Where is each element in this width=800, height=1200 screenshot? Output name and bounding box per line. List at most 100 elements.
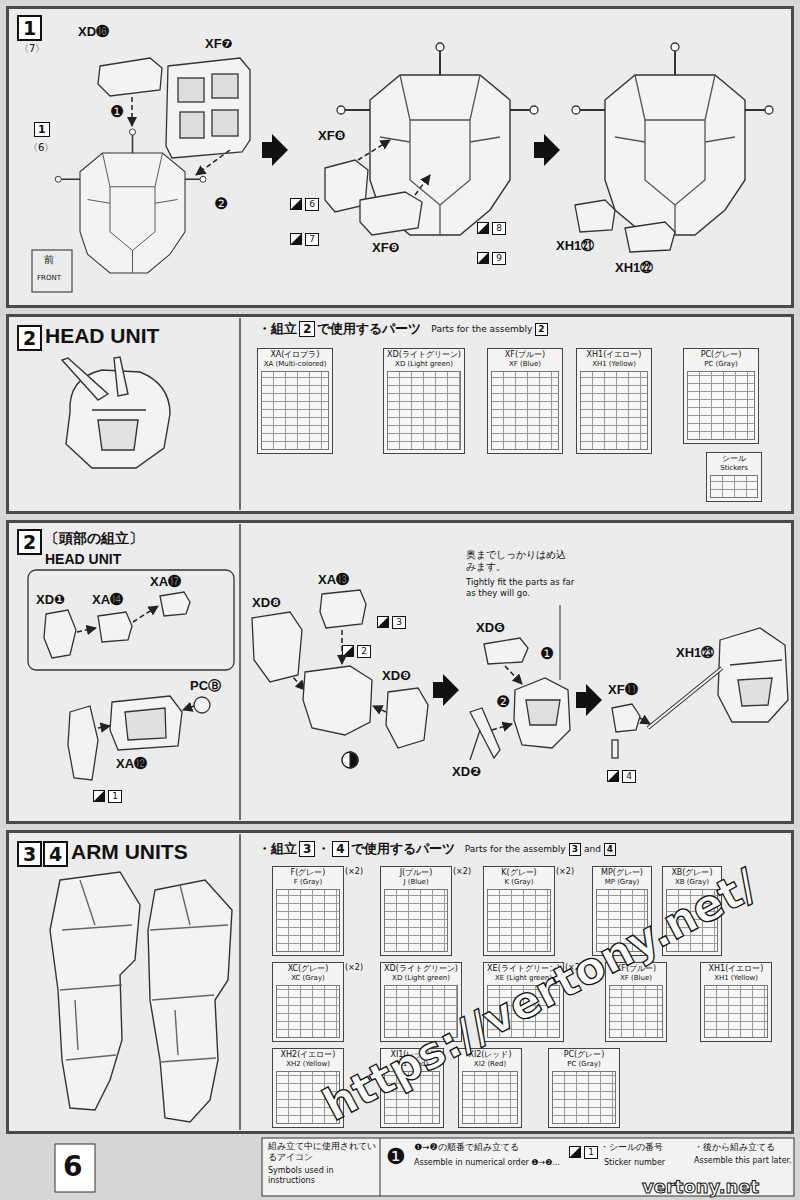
head-illustration — [62, 358, 108, 400]
parts-heading-number: 2 — [299, 321, 315, 337]
part-callout: XH1㉑ — [556, 238, 594, 254]
runner-sprue — [276, 985, 340, 1038]
head-parts-illustration — [342, 752, 358, 768]
head-parts-illustration — [718, 628, 788, 722]
panel-ground — [55, 1144, 95, 1192]
assembly-note: Tightly fit the parts as far as they wil… — [466, 577, 584, 598]
head-parts-illustration — [68, 706, 98, 780]
runner-thumbnail: XD(ライトグリーン)XD (Light green) — [383, 348, 465, 454]
runner-label: MP (Gray) — [605, 878, 640, 887]
runner-thumbnail: PC(グレー)PC (Gray) — [683, 348, 759, 444]
runner-label: PC (Gray) — [704, 360, 738, 369]
sticker-number: 3 — [392, 616, 406, 629]
step-number: 1 — [17, 15, 42, 41]
runner-label: Stickers — [720, 464, 748, 473]
parts-heading: ・組立 — [258, 320, 297, 338]
runner-sprue — [609, 985, 663, 1038]
parts-heading: Parts for the assembly — [431, 320, 532, 338]
runner-label: J (Blue) — [403, 878, 428, 887]
arm-illustration — [50, 872, 140, 1110]
chest-illustration — [180, 112, 204, 138]
parts-heading: and — [584, 840, 601, 858]
part-callout: XF❽ — [318, 128, 346, 144]
head-parts-illustration — [560, 605, 561, 680]
step-order-number: ❶ — [110, 104, 124, 120]
parts-heading-row: ・組立3・4で使用するパーツParts for the assembly3and… — [258, 840, 619, 858]
head-parts-illustration — [648, 668, 722, 728]
assembly-arrow — [98, 726, 110, 728]
section-heading: HEAD UNIT — [45, 324, 159, 348]
part-callout: XH1㉒ — [615, 260, 653, 276]
runner-thumbnail: F(グレー)F (Gray)(×2) — [272, 866, 344, 956]
runner-label: PC(グレー) — [701, 350, 742, 360]
section-heading: ARM UNITS — [71, 840, 188, 864]
part-callout: XD❽ — [252, 595, 281, 611]
icon-legend-text: ❶→❷の順番で組み立てる — [414, 1142, 519, 1153]
part-callout: XF❼ — [205, 36, 233, 52]
sticker-icon — [478, 253, 489, 264]
runner-label: XH2 (Yellow) — [286, 1060, 330, 1069]
runner-thumbnail: XF(ブルー)XF (Blue) — [487, 348, 563, 454]
head-parts-illustration — [125, 708, 166, 740]
marker-text: 前 — [44, 254, 54, 266]
head-parts-illustration — [252, 612, 302, 682]
runner-label: J(ブルー) — [400, 868, 433, 878]
parts-heading: Parts for the assembly — [465, 840, 566, 858]
step-arrow — [433, 674, 459, 706]
step-arrow — [262, 134, 288, 166]
page-number: 6 — [63, 1150, 82, 1184]
sticker-icon — [291, 234, 302, 245]
step-panel: XA(イロプラ)XA (Multi-colored) XD(ライトグリーン)XD … — [6, 314, 794, 514]
parts-heading: で使用するパーツ — [317, 320, 421, 338]
marker-text: 〈7〉 — [19, 43, 45, 55]
runner-thumbnail: XH1(イエロー)XH1 (Yellow) — [700, 962, 772, 1042]
runner-label: XC(グレー) — [288, 964, 329, 974]
assembly-arrow — [131, 97, 133, 126]
step-number: 4 — [43, 841, 68, 867]
head-parts-illustration — [470, 708, 500, 758]
runner-label: MP(グレー) — [601, 868, 643, 878]
part-callout: XA⓱ — [150, 574, 181, 590]
chest-illustration — [572, 43, 773, 235]
marker-text: FRONT — [37, 274, 61, 283]
assembly-arrow — [492, 724, 512, 730]
head-parts-illustration — [98, 612, 132, 642]
head-parts-illustration — [648, 668, 722, 728]
part-callout: XH1㉓ — [676, 645, 714, 661]
parts-heading: ・ — [317, 840, 330, 858]
runner-label: XH1 (Yellow) — [714, 974, 758, 983]
runner-thumbnail: XH1(イエロー)XH1 (Yellow) — [576, 348, 652, 454]
part-callout: XD❶ — [36, 592, 65, 608]
chest-illustration — [337, 43, 538, 235]
part-callout: XA⓮ — [92, 592, 123, 608]
assembly-arrow — [77, 628, 96, 632]
part-callout: XD⓰ — [78, 24, 109, 40]
runner-thumbnail: XA(イロプラ)XA (Multi-colored) — [257, 348, 333, 454]
part-callout: XF❾ — [372, 240, 400, 256]
step-number: 2 — [17, 529, 42, 555]
sticker-number: 9 — [492, 252, 506, 265]
parts-heading: で使用するパーツ — [351, 840, 455, 858]
runner-sprue — [387, 371, 461, 450]
part-callout: XF⓫ — [608, 682, 638, 698]
sticker-number: 2 — [357, 645, 371, 658]
icon-legend-symbol: ❶ — [386, 1146, 406, 1168]
runner-sprue — [261, 371, 329, 450]
chest-illustration — [32, 43, 773, 292]
runner-label: F(グレー) — [291, 868, 326, 878]
head-illustration — [98, 420, 138, 450]
part-callout: XD❻ — [476, 620, 505, 636]
runner-sprue — [687, 371, 755, 440]
runner-count: (×2) — [345, 867, 363, 877]
runner-thumbnail: シールStickers — [706, 452, 762, 502]
chest-illustration — [166, 58, 250, 158]
runner-label: XA(イロプラ) — [270, 350, 319, 360]
icon-legend-text: ・後から組み立てる — [694, 1142, 775, 1153]
icon-legend-text: Assemble in numerical order ❶→❷... — [414, 1158, 564, 1168]
sticker-number: 4 — [622, 770, 636, 783]
part-callout: XD❷ — [452, 764, 481, 780]
panel-ground — [239, 524, 241, 820]
head-parts-illustration — [303, 666, 372, 735]
runner-label: XA (Multi-colored) — [264, 360, 327, 369]
